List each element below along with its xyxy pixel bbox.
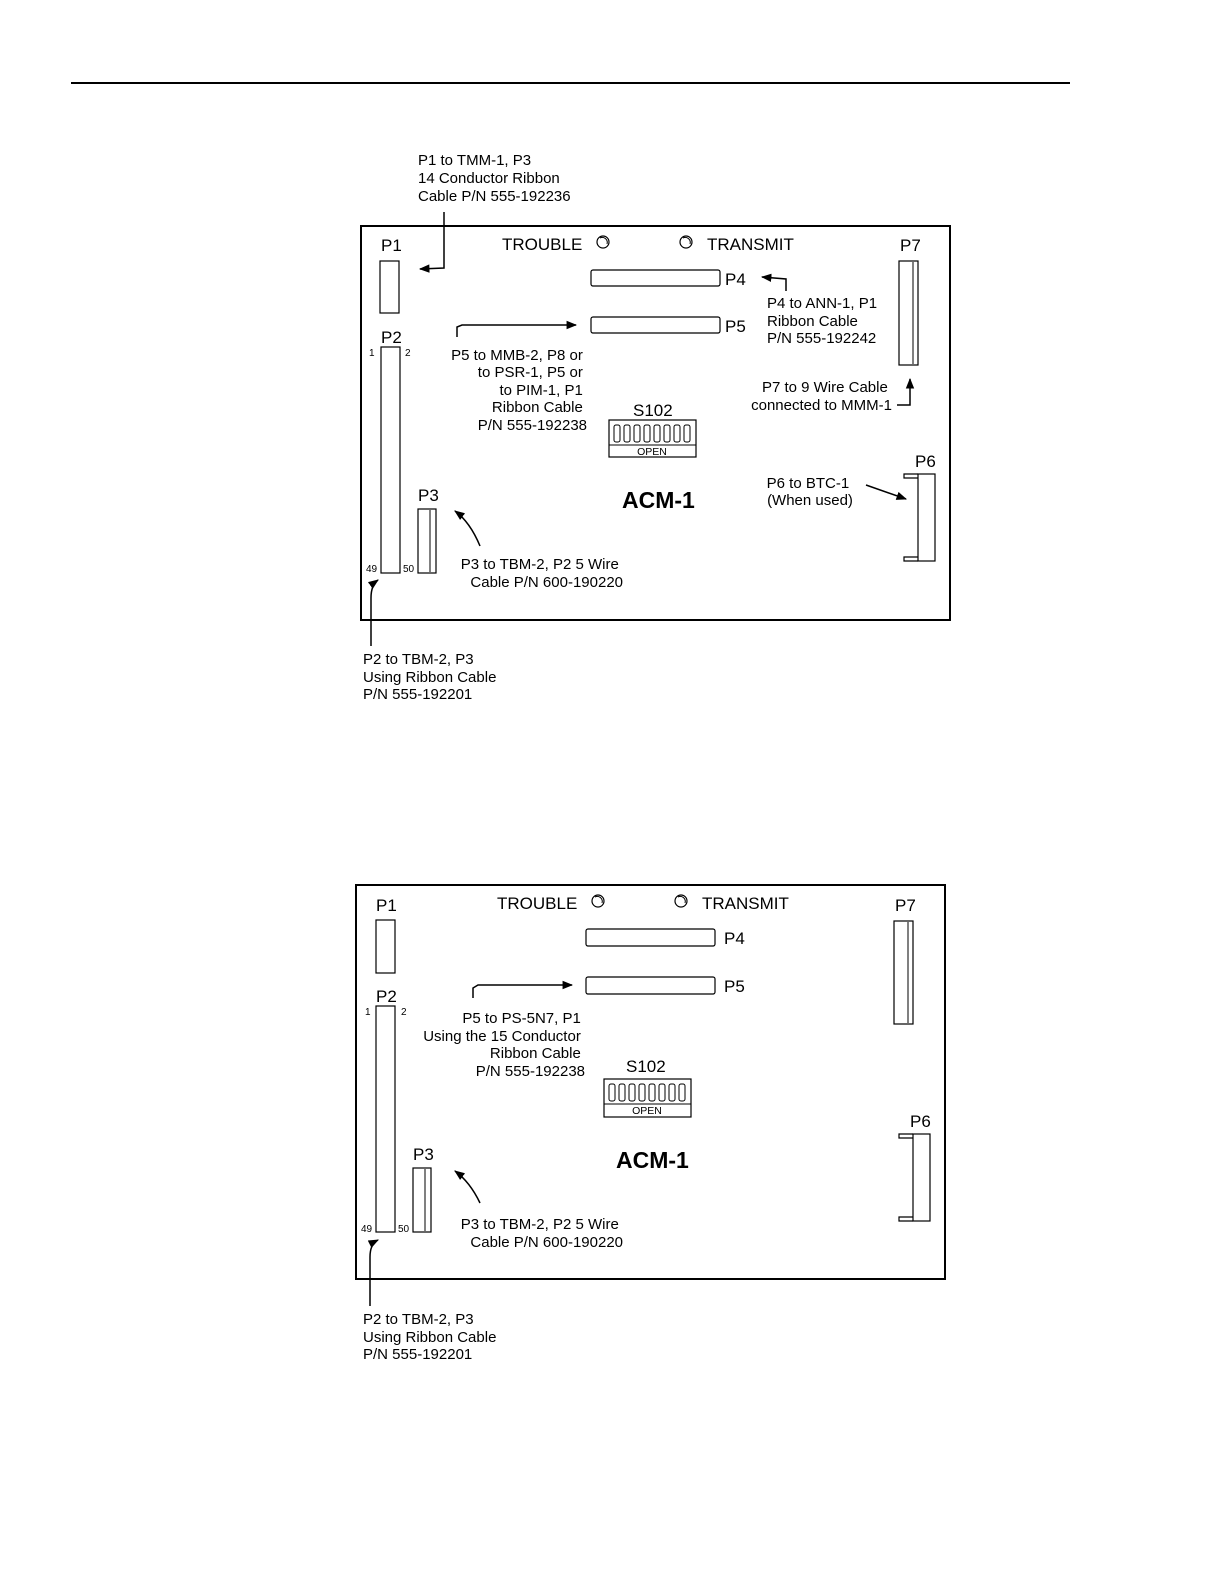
p2-pin-49: 49: [366, 564, 378, 575]
arrow-p7: [897, 377, 915, 406]
p2-pin-2: 2: [405, 348, 411, 359]
p1-connector: [379, 260, 400, 314]
p6-label: P6: [915, 452, 936, 471]
s102-label: S102: [633, 401, 673, 420]
p5-connector: [590, 316, 721, 334]
board-name: ACM-1: [622, 487, 695, 513]
p3-label: P3: [413, 1145, 434, 1164]
p5-label: P5: [724, 977, 745, 996]
board-name: ACM-1: [616, 1147, 689, 1173]
arrow-p6: [865, 484, 907, 500]
trouble-label: TROUBLE: [497, 894, 577, 913]
transmit-led-icon: [679, 235, 693, 249]
p7-label: P7: [895, 896, 916, 915]
p5-connector: [585, 976, 716, 995]
p7-connector: [893, 920, 914, 1025]
p3-connector: [412, 1167, 432, 1233]
arrow-p5: [472, 980, 574, 998]
p6-connector: [898, 1133, 931, 1222]
note-p3: P3 to TBM-2, P2 5 Wire Cable P/N 600-190…: [461, 1216, 623, 1251]
p6-label: P6: [910, 1112, 931, 1131]
s102-label: S102: [626, 1057, 666, 1076]
p7-label: P7: [900, 236, 921, 255]
arrow-p2: [367, 1239, 379, 1306]
note-p3: P3 to TBM-2, P2 5 Wire Cable P/N 600-190…: [461, 556, 623, 591]
p2-pin-1: 1: [369, 348, 375, 359]
p7-connector: [898, 260, 919, 366]
note-p2: P2 to TBM-2, P3 Using Ribbon Cable P/N 5…: [363, 1311, 501, 1363]
p2-label: P2: [376, 987, 397, 1006]
arrow-p3: [454, 510, 481, 547]
p1-connector: [375, 919, 396, 974]
transmit-led-icon: [674, 894, 688, 908]
s102-dip-switch: OPEN: [608, 419, 697, 458]
note-p1: P1 to TMM-1, P3 14 Conductor Ribbon Cabl…: [418, 152, 571, 205]
board-outline: [355, 884, 946, 1280]
p2-pin-1: 1: [365, 1007, 371, 1018]
s102-dip-switch: OPEN: [603, 1078, 692, 1118]
p2-pin-2: 2: [401, 1007, 407, 1018]
p4-connector: [590, 269, 721, 287]
transmit-label: TRANSMIT: [702, 894, 789, 913]
p2-connector: [380, 346, 401, 574]
note-p6: P6 to BTC-1 (When used): [767, 475, 854, 509]
arrow-p4: [760, 273, 787, 291]
trouble-label: TROUBLE: [502, 235, 582, 254]
arrow-p2: [367, 579, 379, 646]
p1-label: P1: [381, 236, 402, 255]
arrow-p5: [456, 320, 578, 337]
transmit-label: TRANSMIT: [707, 235, 794, 254]
p2-connector: [375, 1005, 396, 1233]
trouble-led-icon: [591, 894, 605, 908]
note-p5: P5 to PS-5N7, P1 Using the 15 Conductor …: [423, 1010, 585, 1080]
s102-open-label: OPEN: [637, 446, 667, 458]
s102-open-label: OPEN: [632, 1105, 662, 1117]
note-p5: P5 to MMB-2, P8 or to PSR-1, P5 or to PI…: [451, 347, 587, 434]
p2-pin-49: 49: [361, 1224, 373, 1235]
arrow-p3: [454, 1170, 481, 1204]
p4-connector: [585, 928, 716, 947]
p3-connector: [417, 508, 437, 574]
p2-pin-50: 50: [398, 1224, 410, 1235]
p2-label: P2: [381, 328, 402, 347]
p4-label: P4: [724, 929, 745, 948]
p3-label: P3: [418, 486, 439, 505]
trouble-led-icon: [596, 235, 610, 249]
p4-label: P4: [725, 270, 746, 289]
p5-label: P5: [725, 317, 746, 336]
board-outline: [360, 225, 951, 621]
diagram-2: P1 P2 1 2 49 50 P3 TROUBLE TRANSMIT P7 P…: [355, 884, 946, 1363]
diagram-1: P1 P2 1 2 49 50 P3 TROUBLE TRANSMIT P7 P…: [360, 152, 951, 703]
note-p7: P7 to 9 Wire Cable connected to MMM-1: [751, 379, 892, 414]
note-p4: P4 to ANN-1, P1 Ribbon Cable P/N 555-192…: [767, 295, 881, 347]
p6-connector: [903, 473, 936, 562]
p2-pin-50: 50: [403, 564, 415, 575]
p1-label: P1: [376, 896, 397, 915]
note-p2: P2 to TBM-2, P3 Using Ribbon Cable P/N 5…: [363, 651, 501, 703]
header-rule: [71, 82, 1070, 84]
arrow-p1: [418, 212, 445, 273]
